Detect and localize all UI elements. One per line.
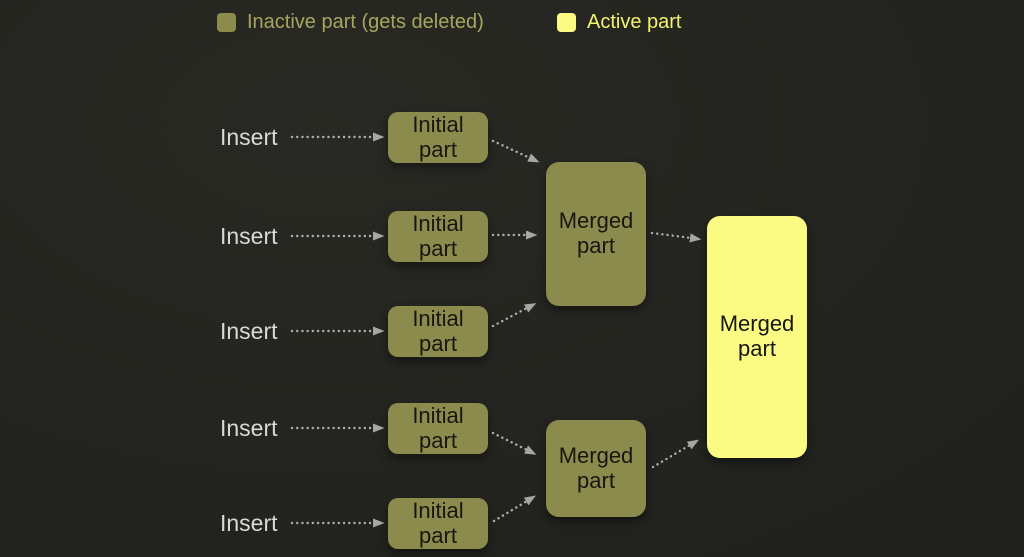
arrow-initial4-merged-bottom <box>491 431 537 455</box>
arrow-initial1-merged-top <box>491 139 540 163</box>
initial-part-box-3: Initial part <box>388 306 488 357</box>
legend-item-active: Active part <box>557 11 681 33</box>
initial-part-box-2: Initial part <box>388 211 488 262</box>
insert-label-5: Insert <box>220 510 278 536</box>
merged-part-label: Merged part <box>558 442 634 493</box>
merged-part-box-bottom: Merged part <box>546 420 646 517</box>
legend-label-active: Active part <box>587 11 682 33</box>
legend-label-inactive: Inactive part (gets deleted) <box>247 11 484 33</box>
initial-part-box-1: Initial part <box>388 112 488 163</box>
merged-part-box-final-active: Merged part <box>707 216 807 458</box>
initial-part-box-5: Initial part <box>388 498 488 549</box>
insert-label-2: Insert <box>220 223 278 249</box>
legend-item-inactive: Inactive part (gets deleted) <box>217 11 484 33</box>
active-part-swatch-icon <box>557 12 576 32</box>
initial-part-label: Initial part <box>412 305 464 356</box>
arrow-merged-top-final <box>650 231 702 243</box>
arrow-initial5-merged-bottom <box>492 495 536 523</box>
merged-part-box-top: Merged part <box>546 162 646 306</box>
insert-label-4: Insert <box>220 415 278 441</box>
insert-label-1: Insert <box>220 124 278 150</box>
initial-part-label: Initial part <box>412 497 464 548</box>
merged-part-label: Merged part <box>719 311 795 361</box>
arrow-merged-bottom-final <box>651 439 700 469</box>
insert-label-3: Insert <box>220 318 278 344</box>
initial-part-label: Initial part <box>412 210 464 261</box>
initial-part-label: Initial part <box>412 111 464 162</box>
arrow-initial3-merged-top <box>491 303 537 328</box>
inactive-part-swatch-icon <box>217 12 236 32</box>
initial-part-label: Initial part <box>412 402 464 453</box>
initial-part-box-4: Initial part <box>388 403 488 454</box>
merged-part-label: Merged part <box>558 208 634 258</box>
